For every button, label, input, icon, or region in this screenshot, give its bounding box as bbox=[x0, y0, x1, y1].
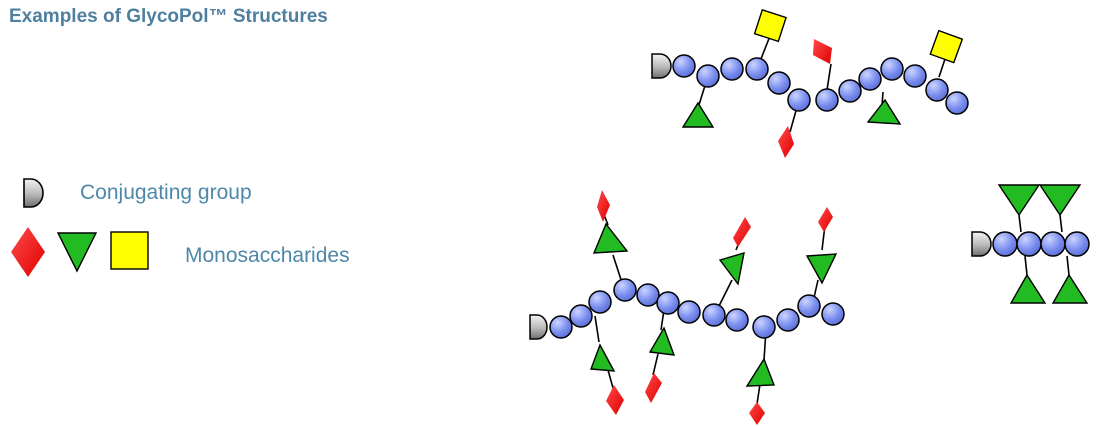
backbone-unit bbox=[925, 78, 949, 102]
legend-monosaccharides-label: Monosaccharides bbox=[185, 244, 350, 267]
backbone-unit bbox=[613, 278, 637, 302]
legend-conjugating-label: Conjugating group bbox=[80, 181, 252, 204]
backbone-unit bbox=[776, 308, 800, 332]
diamond-sugar bbox=[597, 190, 610, 222]
backbone-unit bbox=[752, 315, 776, 339]
triangle-sugar bbox=[648, 326, 676, 356]
backbone-unit bbox=[1040, 231, 1066, 257]
backbone-unit bbox=[720, 57, 744, 81]
backbone-unit bbox=[636, 283, 660, 307]
backbone-unit bbox=[787, 88, 811, 112]
backbone-unit bbox=[903, 64, 927, 88]
triangle-sugar bbox=[805, 253, 838, 285]
backbone-unit bbox=[1016, 231, 1042, 257]
diamond-sugar bbox=[813, 39, 832, 64]
diamond-sugar bbox=[606, 385, 624, 415]
backbone-unit bbox=[767, 71, 791, 95]
triangle-sugar bbox=[1009, 273, 1047, 304]
legend-conjugating-symbol bbox=[23, 178, 44, 208]
structure-bottom bbox=[529, 190, 845, 425]
diamond-sugar bbox=[733, 217, 751, 247]
legend-square-symbol bbox=[110, 231, 149, 270]
backbone-unit bbox=[797, 294, 821, 318]
backbone-unit bbox=[677, 300, 701, 324]
triangle-sugar bbox=[592, 222, 629, 254]
diamond-sugar bbox=[645, 373, 662, 403]
backbone-unit bbox=[838, 79, 862, 103]
triangle-sugar bbox=[590, 343, 616, 372]
backbone-unit bbox=[569, 304, 593, 328]
diamond-sugar bbox=[818, 207, 833, 232]
square-sugar bbox=[929, 29, 964, 64]
triangle-sugar bbox=[718, 252, 745, 286]
legend-diamond-symbol bbox=[11, 227, 45, 277]
square-sugar bbox=[753, 8, 787, 43]
triangle-sugar bbox=[866, 98, 902, 125]
triangle-sugar bbox=[1051, 273, 1089, 304]
backbone-unit bbox=[745, 57, 769, 81]
backbone-unit bbox=[702, 303, 726, 327]
backbone-unit bbox=[945, 91, 969, 115]
legend-triangle-symbol bbox=[56, 232, 98, 273]
structure-right bbox=[971, 184, 1090, 304]
backbone-unit bbox=[992, 231, 1018, 257]
backbone-unit bbox=[858, 67, 882, 91]
diamond-sugar bbox=[778, 126, 794, 158]
backbone-unit bbox=[696, 64, 720, 88]
diamond-sugar bbox=[749, 402, 765, 425]
conjugating-group bbox=[971, 231, 992, 257]
conjugating-group bbox=[651, 53, 672, 79]
backbone-unit bbox=[725, 308, 749, 332]
conjugating-group bbox=[529, 314, 548, 340]
triangle-sugar bbox=[681, 101, 715, 128]
backbone-unit bbox=[880, 57, 904, 81]
backbone-unit bbox=[588, 290, 612, 314]
triangle-sugar bbox=[1038, 184, 1082, 217]
backbone-unit bbox=[672, 54, 696, 78]
page-title: Examples of GlycoPol™ Structures bbox=[9, 6, 328, 27]
backbone-unit bbox=[549, 315, 573, 339]
backbone-unit bbox=[656, 291, 680, 315]
backbone-unit bbox=[815, 88, 839, 112]
triangle-sugar bbox=[997, 184, 1041, 217]
triangle-sugar bbox=[745, 357, 776, 387]
backbone-unit bbox=[1064, 231, 1090, 257]
backbone-unit bbox=[821, 302, 845, 326]
structure-top bbox=[651, 8, 969, 158]
